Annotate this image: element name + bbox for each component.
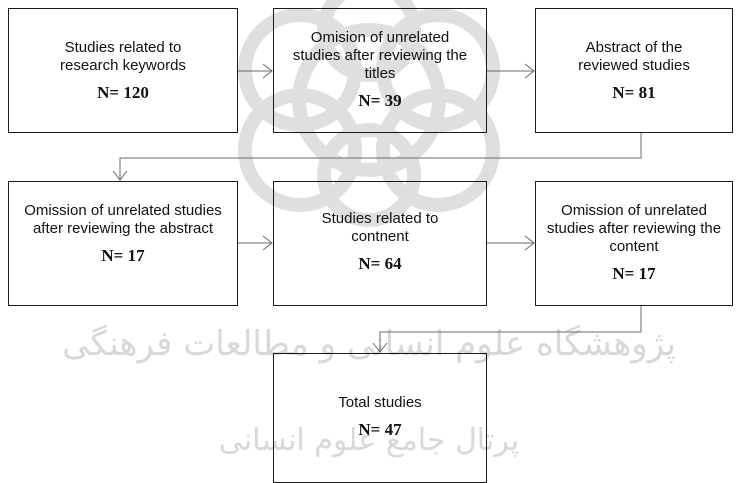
box-content-studies: Studies related to contnent N= 64 bbox=[273, 181, 487, 306]
box-count: N= 17 bbox=[612, 264, 656, 283]
box-count: N= 47 bbox=[358, 420, 402, 439]
box-label: Studies related to contnent bbox=[321, 210, 439, 245]
box-abstract-omission: Omission of unrelated studies after revi… bbox=[8, 181, 238, 306]
box-label: Total studies bbox=[338, 394, 422, 411]
box-keyword-studies: Studies related to research keywords N= … bbox=[8, 8, 238, 133]
box-count: N= 81 bbox=[612, 83, 656, 102]
box-label: Omission of unrelated studies after revi… bbox=[546, 202, 722, 255]
box-total-studies: Total studies N= 47 bbox=[273, 353, 487, 483]
box-label: Abstract of the reviewed studies bbox=[578, 39, 690, 74]
box-abstract-reviewed: Abstract of the reviewed studies N= 81 bbox=[535, 8, 733, 133]
box-label: Studies related to research keywords bbox=[60, 39, 186, 74]
box-content-omission: Omission of unrelated studies after revi… bbox=[535, 181, 733, 306]
box-count: N= 39 bbox=[358, 91, 402, 110]
arrow-3-4 bbox=[119, 133, 642, 180]
box-count: N= 64 bbox=[358, 254, 402, 273]
box-count: N= 120 bbox=[97, 83, 149, 102]
box-label: Omission of unrelated studies after revi… bbox=[24, 202, 222, 237]
box-label: Omision of unrelated studies after revie… bbox=[292, 29, 468, 82]
box-count: N= 17 bbox=[101, 246, 145, 265]
arrow-6-7 bbox=[379, 306, 642, 352]
box-title-omission: Omision of unrelated studies after revie… bbox=[273, 8, 487, 133]
